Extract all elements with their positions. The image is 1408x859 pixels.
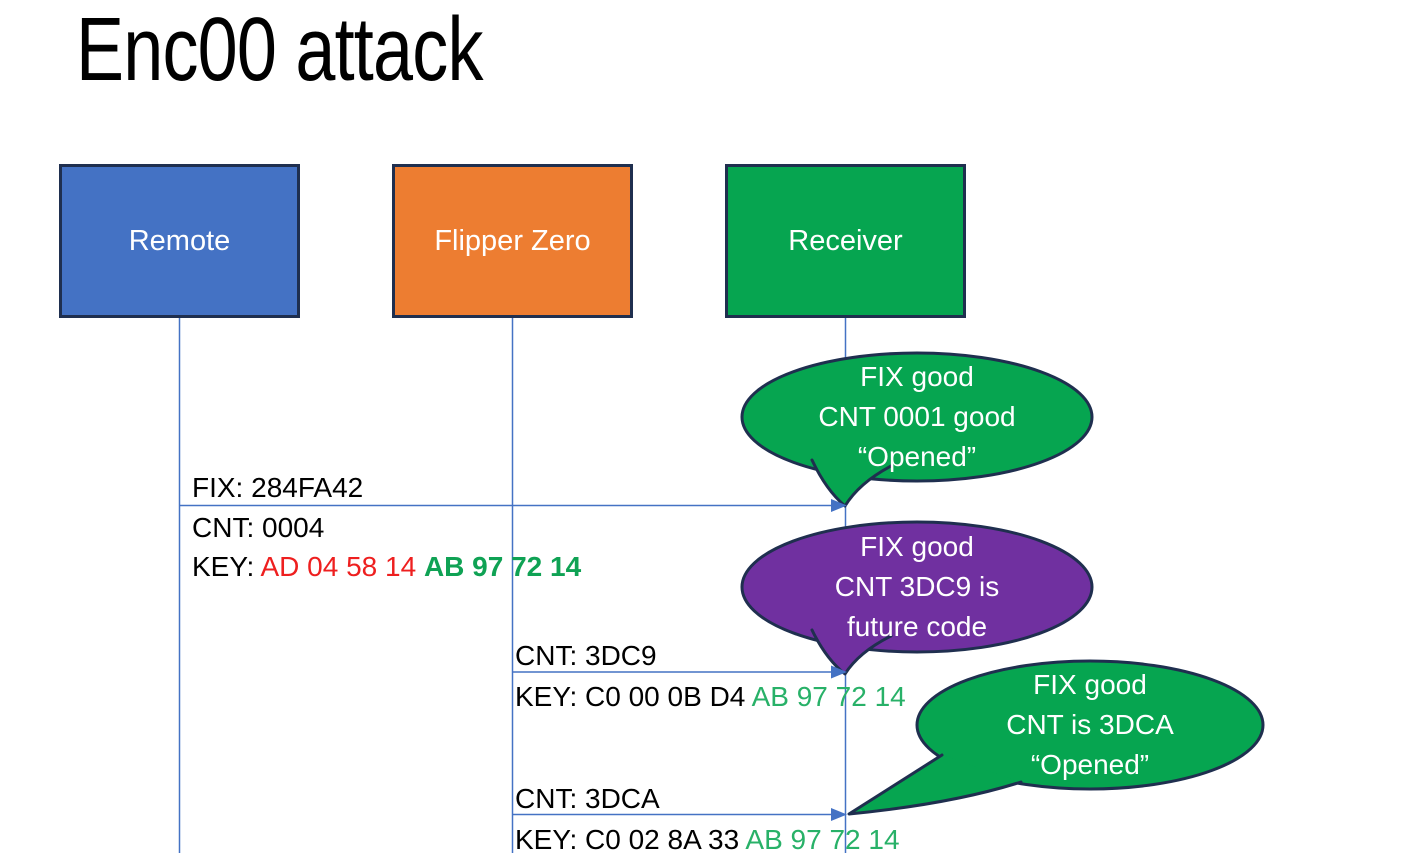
actor-box-receiver: Receiver xyxy=(725,164,966,318)
callout-1 xyxy=(740,351,1094,508)
message-2-cnt-label: CNT: 3DC9 xyxy=(515,640,657,671)
actor-box-remote: Remote xyxy=(59,164,300,318)
actor-box-flipper-zero: Flipper Zero xyxy=(392,164,633,318)
callout-2 xyxy=(740,520,1094,676)
actor-label-receiver: Receiver xyxy=(788,224,903,257)
callout-1-line-1: FIX good xyxy=(860,361,974,392)
actor-label-flipper-zero: Flipper Zero xyxy=(434,224,591,257)
message-3-key-label: KEY: C0 02 8A 33 AB 97 72 14 xyxy=(515,824,900,855)
actor-label-remote: Remote xyxy=(128,224,231,257)
callout-3-tail xyxy=(847,753,1023,816)
message-1-fix-label: FIX: 284FA42 xyxy=(192,472,364,503)
callout-2-line-2: CNT 3DC9 is xyxy=(834,571,1000,602)
message-2-key-label: KEY: C0 00 0B D4 AB 97 72 14 xyxy=(515,681,906,712)
callout-3-line-1: FIX good xyxy=(1033,669,1147,700)
callout-2-line-1: FIX good xyxy=(860,531,974,562)
callout-2-line-3: future code xyxy=(846,611,988,642)
arrowhead-2 xyxy=(831,665,847,679)
callout-3-text: FIX good CNT is 3DCA “Opened” xyxy=(938,663,1242,787)
callout-3-line-3: “Opened” xyxy=(1030,749,1150,780)
arrowhead-3 xyxy=(831,808,847,821)
callout-1-line-2: CNT 0001 good xyxy=(818,401,1016,432)
callout-2-bubble xyxy=(740,520,1094,654)
slide-title: Enc00 attack xyxy=(76,0,483,100)
callout-3-line-2: CNT is 3DCA xyxy=(1006,709,1174,740)
message-1-cnt-label: CNT: 0004 xyxy=(192,512,325,543)
callout-3-bubble xyxy=(915,659,1265,791)
message-1-key-label: KEY: AD 04 58 14 AB 97 72 14 xyxy=(192,551,582,582)
arrowhead-1 xyxy=(831,499,847,512)
callout-1-bubble xyxy=(740,351,1094,483)
callout-3 xyxy=(847,659,1265,816)
callout-1-line-3: “Opened” xyxy=(857,441,977,472)
callout-2-text: FIX good CNT 3DC9 is future code xyxy=(765,525,1069,649)
callout-1-text: FIX good CNT 0001 good “Opened” xyxy=(765,355,1069,479)
callout-2-tail xyxy=(810,628,893,676)
message-3-cnt-label: CNT: 3DCA xyxy=(515,783,660,814)
